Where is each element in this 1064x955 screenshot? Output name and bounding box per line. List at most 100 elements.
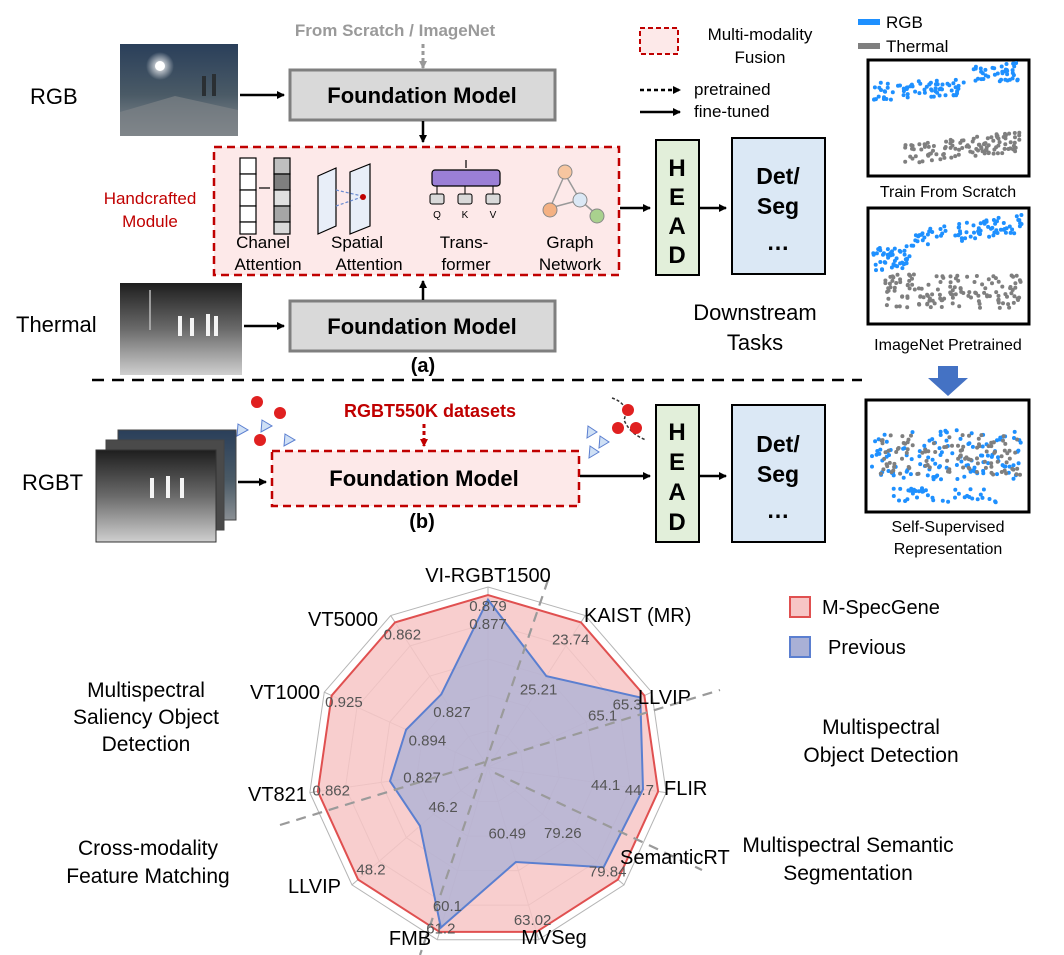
tsne-point [1003,292,1008,297]
radar-axis-label: SemanticRT [620,847,730,869]
tsne-point [902,446,907,451]
tsne-point [898,486,903,491]
tsne-point [886,469,891,473]
tsne-point [886,286,891,291]
tsne-point [907,286,912,291]
tsne-point [875,449,880,453]
tsne-point [925,473,930,478]
tsne-point [1006,147,1011,151]
tsne-point [870,464,874,469]
tsne-point [910,491,915,496]
tsne-point [986,224,991,229]
tsne-point [905,95,910,100]
radar-chart: 0.87923.7465.344.779.8463.0261.248.20.86… [248,565,730,955]
tsne-point [870,454,874,459]
tsne-point [956,83,961,88]
tsne-point [987,497,992,501]
tsne-point [997,79,1002,84]
tsne-point [887,281,892,286]
tsne-point [959,138,964,143]
tsne-point [957,147,961,152]
tsne-point [967,433,971,438]
task-a-line1: Det/ [756,163,800,189]
tsne-point [1011,147,1016,152]
tsne-point [889,265,894,270]
tsne-point [898,277,903,282]
tsne-point [959,459,964,464]
task-box-a [731,137,826,275]
tsne-point [909,457,914,462]
tsne-point [956,152,961,157]
tsne-point [905,295,910,300]
tsne-point [911,147,916,152]
tsne-point [1003,142,1008,147]
tsne-scratch-caption: Train From Scratch [880,184,1016,201]
tsne-point [975,461,980,466]
tsne-point [985,293,989,298]
tsne-point [910,443,915,448]
tsne-point [958,436,963,441]
foundation-model-rgbt-box [270,449,581,508]
tsne-point [917,142,922,147]
tsne-point [978,305,982,310]
tsne-point [973,153,978,158]
tsne-point [943,145,948,149]
tsne-point [961,291,966,295]
tsne-point [972,465,977,470]
tsne-point [878,80,883,85]
radar-axis-label: MVSeg [521,927,587,949]
tsne-point [920,488,924,492]
tsne-scratch-points [872,61,1022,165]
tsne-point [1006,302,1011,307]
tsne-point [974,470,979,474]
tsne-point [996,215,1001,220]
tsne-point [999,470,1004,474]
tsne-point [950,301,955,306]
tsne-point [1012,294,1017,299]
channel-attention-icon [239,157,291,235]
tsne-point [894,281,899,285]
source-label: From Scratch / ImageNet [295,21,496,40]
tsne-point [948,141,953,146]
tsne-point [996,298,1001,303]
tsne-point [889,253,893,257]
tsne-point [883,260,888,265]
tsne-point [884,439,889,444]
tsne-point [969,431,974,436]
tsne-point [996,279,1001,284]
tsne-point [956,225,961,230]
tsne-point [950,451,955,456]
previous-value-label: 46.2 [429,799,458,816]
tsne-point [1007,448,1012,453]
tsne-point [957,222,962,226]
tsne-point [1012,64,1017,69]
tsne-point [986,461,991,466]
head-a-letter-a: A [668,213,685,240]
module-2-line1: Spatial [331,233,383,252]
tsne-point [994,132,999,137]
tsne-point [1000,151,1005,156]
dataset-label: RGBT550K datasets [344,401,516,421]
legend-previous-text: Previous [828,637,906,659]
tsne-point [980,453,985,458]
tsne-point [901,86,906,91]
head-box-a [655,139,700,276]
tsne-point [1001,135,1006,139]
head-b-letter-a: A [668,479,685,506]
tsne-scratch-panel [866,58,1031,178]
tsne-point [966,457,971,462]
tsne-point [978,492,983,497]
tsne-point [982,290,987,295]
tsne-point [948,137,953,142]
fusion-legend-swatch [639,27,679,55]
tsne-point [983,141,988,146]
tsne-point [991,233,996,238]
tsne-point [983,286,988,291]
previous-value-label: 0.827 [403,769,441,786]
tsne-point [1007,77,1012,82]
tsne-point [873,97,878,102]
tsne-point [908,472,913,477]
tsne-point [1000,69,1005,74]
tsne-point [881,467,886,472]
radar-axis-label: VT821 [248,784,307,806]
